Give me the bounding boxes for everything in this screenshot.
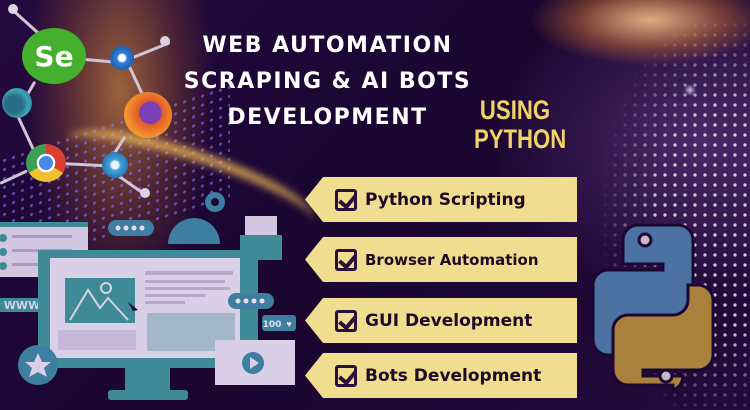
- chrome-icon: [26, 144, 66, 182]
- internet-explorer-icon: [102, 152, 128, 178]
- selenium-logo-icon: Se: [22, 28, 86, 84]
- safari-icon: [110, 46, 134, 70]
- monitor: [38, 250, 258, 400]
- title-line-3: DEVELOPMENT: [227, 105, 428, 130]
- svg-text:♥: ♥: [286, 319, 291, 329]
- likes-badge: 100 ♥: [262, 315, 296, 331]
- page-title: WEB AUTOMATION SCRAPING & AI BOTS DEVELO…: [175, 28, 480, 136]
- cursor-icon: [128, 302, 138, 311]
- chat-bubble-icon: [108, 220, 154, 236]
- edge-icon: [2, 88, 32, 118]
- checkbox-checked-icon: [335, 309, 357, 332]
- gear-icon: [168, 192, 225, 244]
- web-development-illustration: WWW: [0, 192, 296, 400]
- feature-browser-automation: Browser Automation: [305, 237, 577, 282]
- checkbox-checked-icon: [335, 248, 357, 271]
- subtitle-line-1: USING: [479, 95, 551, 125]
- checkbox-checked-icon: [335, 188, 357, 211]
- www-label: WWW: [0, 298, 44, 312]
- chat-bubble-right-icon: [228, 293, 274, 309]
- python-logo-icon: [591, 223, 715, 393]
- firefox-icon: [124, 92, 172, 138]
- feature-python-scripting: Python Scripting: [305, 177, 577, 222]
- svg-text:100: 100: [263, 320, 282, 330]
- title-line-1: WEB AUTOMATION: [202, 33, 453, 58]
- svg-text:WWW: WWW: [4, 299, 40, 312]
- checkbox-checked-icon: [335, 364, 357, 387]
- feature-bots-development: Bots Development: [305, 353, 577, 398]
- subtitle-line-2: PYTHON: [474, 124, 567, 154]
- feature-gui-development: GUI Development: [305, 298, 577, 343]
- subtitle: USING PYTHON: [474, 95, 567, 154]
- title-line-2: SCRAPING & AI BOTS: [183, 69, 472, 94]
- video-player: [215, 340, 295, 385]
- star-badge-icon: [18, 345, 58, 385]
